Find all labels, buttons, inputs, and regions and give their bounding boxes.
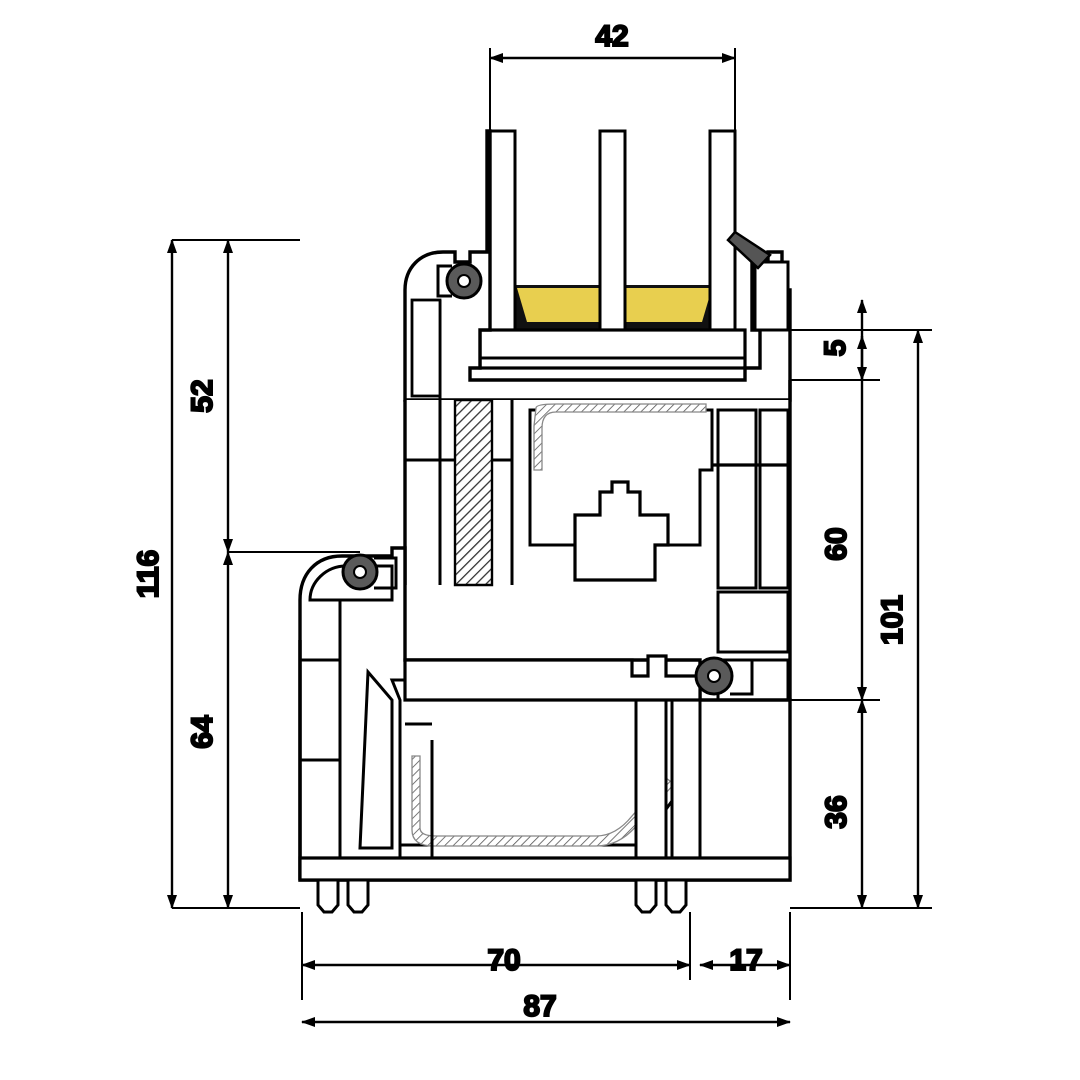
profile-geometry — [298, 129, 792, 914]
dimension-label-60: 60 — [820, 527, 853, 560]
gasket-upper-left — [436, 262, 483, 300]
frame-profile — [298, 546, 792, 914]
dimension-overlap-width: 17 — [699, 912, 791, 1000]
dimension-sash-height: 52 — [185, 239, 360, 553]
frame-base — [298, 856, 792, 882]
dimension-label-64: 64 — [186, 715, 219, 749]
sash-profile — [403, 129, 792, 402]
dimension-glazing-width: 42 — [489, 19, 736, 131]
glass-pane-middle — [598, 129, 627, 332]
frame-foot-1 — [316, 878, 340, 914]
glass-pane-inner — [708, 129, 737, 332]
gasket-lower-right — [694, 656, 754, 696]
dimension-frame-depth: 36 — [790, 699, 880, 909]
gasket-mid-left — [341, 553, 398, 591]
dimension-label-87: 87 — [523, 990, 556, 1023]
sash-chamber-right-1 — [716, 408, 758, 590]
spacer-bar-2 — [625, 288, 712, 322]
dimension-label-36: 36 — [820, 795, 853, 828]
dimension-frame-width: 70 — [301, 912, 691, 1000]
sash-chamber-right-3 — [716, 590, 790, 654]
dimension-sash-depth: 60 — [790, 335, 880, 701]
gasket-group — [341, 262, 754, 696]
dimension-lines: 42 116 52 64 5 — [131, 19, 932, 1027]
dimension-overall-depth: 101 — [875, 329, 932, 909]
spacer-bar-1 — [517, 288, 600, 322]
dimension-label-116: 116 — [132, 550, 165, 598]
interlock-tongue — [573, 480, 670, 582]
frame-shoulder — [403, 654, 702, 702]
frame-foot-3 — [634, 878, 658, 914]
frame-bevel-wall — [358, 668, 394, 850]
steel-reinforcement-sash — [453, 398, 494, 587]
frame-foot-2 — [346, 878, 370, 914]
sash-chamber-left — [410, 298, 442, 398]
dimension-label-101: 101 — [876, 595, 909, 645]
sash-chamber-right-2 — [758, 408, 790, 590]
glazing-bead-top — [753, 260, 790, 332]
glass-pane-outer — [488, 129, 517, 332]
dimension-label-70: 70 — [487, 944, 520, 977]
dimension-label-5: 5 — [819, 340, 852, 357]
bead-wedge — [726, 230, 772, 270]
glazing-support-bar — [478, 328, 747, 370]
dimension-frame-height: 64 — [185, 551, 300, 909]
dimension-total-width: 87 — [301, 989, 791, 1027]
frame-rib-right-1 — [634, 698, 668, 862]
dimension-overall-height: 116 — [131, 239, 250, 909]
dimension-label-52: 52 — [186, 379, 219, 412]
dimension-label-17: 17 — [729, 944, 762, 977]
dimension-label-42: 42 — [595, 20, 628, 53]
frame-foot-4 — [664, 878, 688, 914]
frame-rib-right-2 — [670, 698, 702, 862]
reinforcement-liner-upper — [533, 403, 707, 471]
